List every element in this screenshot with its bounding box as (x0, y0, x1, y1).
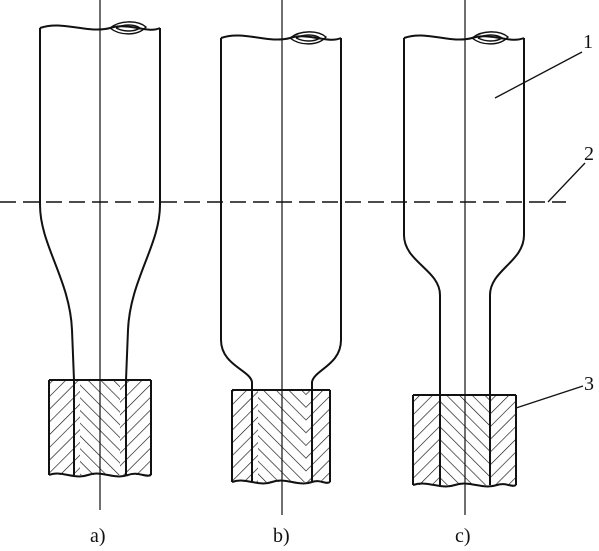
callout-2-label: 2 (584, 143, 594, 165)
callout-3-label: 3 (584, 373, 594, 395)
panel-b (220, 0, 342, 515)
panel-a-caption: a) (90, 525, 106, 547)
panel-c-workpiece (412, 394, 517, 488)
callout-1-leader (494, 51, 583, 99)
panel-b-workpiece (231, 389, 331, 485)
panel-b-tube-outline (220, 38, 342, 390)
panel-c (403, 0, 525, 515)
callout-3-leader (515, 385, 584, 409)
panel-a-tube-outline (39, 28, 161, 381)
callout-1-label: 1 (583, 31, 593, 53)
panel-c-break-swirl (470, 31, 509, 45)
panel-c-caption: c) (455, 525, 471, 547)
panel-b-caption: b) (273, 525, 290, 547)
panel-c-tube-outline (403, 38, 525, 395)
panel-a (39, 0, 161, 510)
callout-2-leader (547, 162, 586, 203)
panel-b-break-swirl (288, 31, 327, 45)
panel-a-break-swirl (108, 21, 147, 35)
